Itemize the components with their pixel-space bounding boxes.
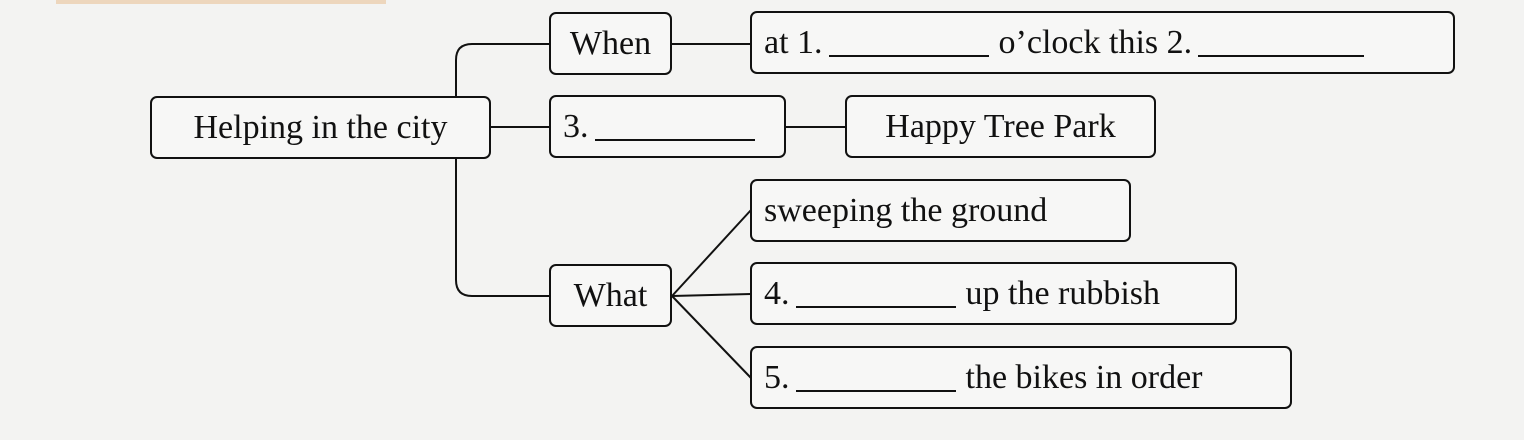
- when-detail-prefix: at 1.: [764, 23, 823, 61]
- what-label: What: [573, 276, 648, 314]
- what-item-3-text: the bikes in order: [965, 358, 1203, 396]
- where-node: 3.: [549, 95, 786, 158]
- what-item-2: 4. up the rubbish: [750, 262, 1237, 325]
- what-item-3: 5. the bikes in order: [750, 346, 1292, 409]
- root-node: Helping in the city: [150, 96, 491, 159]
- answer-blank-2[interactable]: [1198, 29, 1365, 57]
- root-label: Helping in the city: [193, 108, 448, 146]
- what-item-1-text: sweeping the ground: [764, 191, 1048, 229]
- connector-root-when: [455, 43, 550, 128]
- page-edge-highlight: [56, 0, 386, 4]
- when-detail-node: at 1. o’clock this 2.: [750, 11, 1455, 74]
- what-item-1: sweeping the ground: [750, 179, 1131, 242]
- connector-what-item-3: [671, 295, 752, 379]
- when-detail-middle: o’clock this 2.: [998, 23, 1193, 61]
- where-prefix: 3.: [563, 107, 589, 145]
- what-item-3-prefix: 5.: [764, 358, 790, 396]
- what-item-2-prefix: 4.: [764, 274, 790, 312]
- connector-what-item-2: [671, 293, 752, 297]
- connector-what-item-1: [671, 209, 752, 297]
- answer-blank-5[interactable]: [795, 364, 956, 392]
- when-node: When: [549, 12, 672, 75]
- answer-blank-4[interactable]: [795, 280, 956, 308]
- where-detail-node: Happy Tree Park: [845, 95, 1156, 158]
- connector-root-what: [455, 127, 550, 297]
- where-detail-label: Happy Tree Park: [885, 107, 1116, 145]
- answer-blank-1[interactable]: [828, 29, 989, 57]
- what-item-2-text: up the rubbish: [965, 274, 1161, 312]
- answer-blank-3[interactable]: [594, 113, 755, 141]
- when-label: When: [569, 24, 652, 62]
- what-node: What: [549, 264, 672, 327]
